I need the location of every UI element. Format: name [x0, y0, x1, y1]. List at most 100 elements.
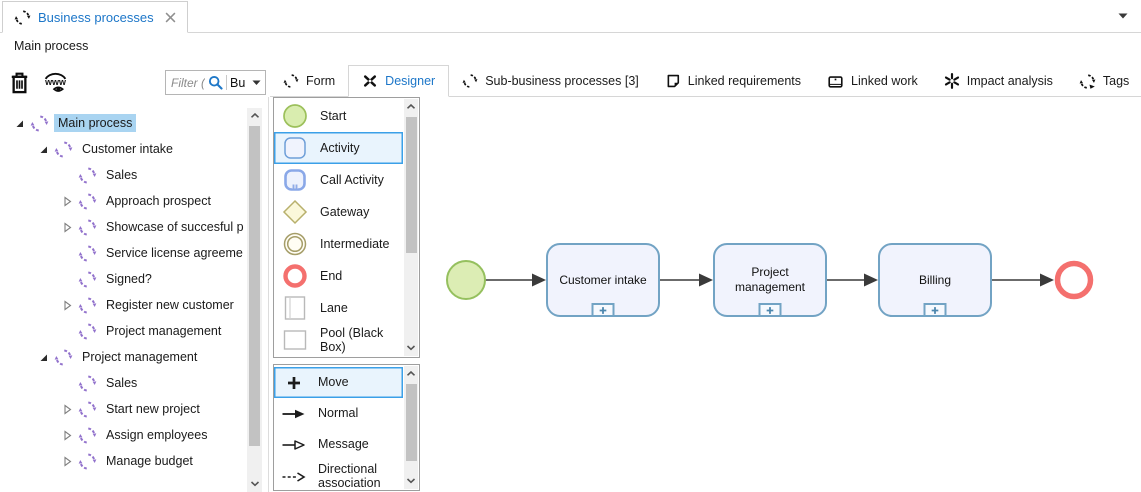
end-event[interactable] — [1054, 260, 1094, 300]
tree-item[interactable]: Showcase of succesful p — [0, 214, 246, 240]
scroll-up-icon[interactable] — [404, 99, 418, 115]
scrollbar-thumb[interactable] — [405, 384, 417, 461]
connector-palette-scrollbar[interactable] — [404, 366, 418, 489]
scroll-down-icon[interactable] — [247, 476, 262, 492]
tree-item[interactable]: Assign employees — [0, 422, 246, 448]
process-icon — [14, 9, 31, 25]
tree-item-label: Assign employees — [106, 428, 208, 442]
tree-item[interactable]: Manage budget — [0, 448, 246, 474]
arrowhead-icon — [1040, 273, 1054, 287]
tree-item-label: Sales — [106, 168, 138, 182]
tab-business-processes[interactable]: Business processes — [2, 1, 188, 33]
tree-item[interactable]: Sales — [0, 370, 246, 396]
palette-item-message[interactable]: Message — [274, 429, 403, 460]
search-icon[interactable] — [208, 75, 223, 90]
normal-flow-arrow-icon — [281, 408, 306, 419]
tree-item-label: Project management — [106, 324, 222, 338]
palette-item-pool[interactable]: Pool (Black Box) — [274, 324, 403, 356]
tab-label: Linked requirements — [687, 74, 802, 88]
tree-scrollbar[interactable] — [247, 108, 262, 492]
palette-item-activity[interactable]: Activity — [274, 132, 403, 164]
tab-linked-requirements[interactable]: Linked requirements — [652, 66, 814, 96]
scroll-down-icon[interactable] — [404, 340, 418, 356]
process-icon — [78, 270, 97, 288]
arrowhead-icon — [532, 273, 546, 287]
subprocess-marker[interactable] — [923, 303, 947, 317]
expander-collapsed-icon[interactable] — [62, 222, 73, 233]
expander-collapsed-icon[interactable] — [62, 456, 73, 467]
start-event[interactable] — [446, 260, 486, 300]
subprocess-marker[interactable] — [758, 303, 782, 317]
close-icon[interactable] — [164, 11, 176, 23]
tree-item[interactable]: Start new project — [0, 396, 246, 422]
tab-impact-analysis[interactable]: Impact analysis — [931, 66, 1066, 96]
subprocess-marker[interactable] — [591, 303, 615, 317]
palette-item-end[interactable]: End — [274, 260, 403, 292]
palette-item-call-activity[interactable]: Call Activity — [274, 164, 403, 196]
tags-icon — [1079, 73, 1096, 90]
tree-item-label: Start new project — [106, 402, 200, 416]
palette-item-intermediate[interactable]: Intermediate — [274, 228, 403, 260]
expander-collapsed-icon[interactable] — [62, 404, 73, 415]
filter-combobox[interactable]: Filter ( Bu — [165, 70, 266, 95]
scroll-down-icon[interactable] — [404, 473, 418, 489]
activity-node[interactable]: Billing — [878, 243, 992, 317]
palette-item-label: Intermediate — [320, 237, 390, 251]
tree-item[interactable]: Project management — [0, 344, 246, 370]
tab-label: Impact analysis — [966, 74, 1053, 88]
tree-item[interactable]: Signed? — [0, 266, 246, 292]
palette-item-move[interactable]: Move — [274, 367, 403, 398]
process-icon — [283, 74, 299, 88]
palette-item-directional-association[interactable]: Directional association — [274, 460, 403, 490]
designer-canvas[interactable]: Customer intake Project management Billi… — [420, 97, 1141, 492]
palette-item-lane[interactable]: Lane — [274, 292, 403, 324]
expander-collapsed-icon[interactable] — [62, 300, 73, 311]
arrowhead-icon — [699, 273, 713, 287]
tree-item[interactable]: Approach prospect — [0, 188, 246, 214]
tab-overflow-chevron-down-icon[interactable] — [1118, 13, 1128, 19]
delete-trash-icon[interactable] — [9, 71, 30, 94]
tree-item[interactable]: Customer intake — [0, 136, 246, 162]
end-event-icon — [281, 262, 309, 290]
scroll-up-icon[interactable] — [247, 108, 262, 124]
tab-designer[interactable]: Designer — [348, 65, 450, 97]
expander-expanded-icon[interactable] — [14, 118, 25, 129]
scrollbar-thumb[interactable] — [249, 126, 260, 446]
tab-label: Linked work — [851, 74, 918, 88]
arrowhead-icon — [864, 273, 878, 287]
palette-item-start[interactable]: Start — [274, 100, 403, 132]
tree-item-label: Register new customer — [106, 298, 234, 312]
expander-expanded-icon[interactable] — [38, 144, 49, 155]
tree-item[interactable]: Sales — [0, 162, 246, 188]
tree-item[interactable]: Register new customer — [0, 292, 246, 318]
expander-collapsed-icon[interactable] — [62, 430, 73, 441]
filter-value[interactable]: Bu — [230, 75, 246, 90]
activity-node[interactable]: Customer intake — [546, 243, 660, 317]
process-icon — [78, 296, 97, 314]
activity-label: Billing — [918, 272, 951, 287]
web-preview-icon[interactable] — [42, 71, 69, 94]
scrollbar-thumb[interactable] — [405, 117, 417, 253]
tree-item[interactable]: Project management — [0, 318, 246, 344]
process-tree: Main process Customer intake Sales Appro… — [0, 106, 246, 492]
palette-item-gateway[interactable]: Gateway — [274, 196, 403, 228]
tab-form[interactable]: Form — [270, 66, 348, 96]
tree-item-label: Main process — [54, 114, 137, 132]
palette-item-normal[interactable]: Normal — [274, 398, 403, 429]
tab-tags[interactable]: Tags — [1066, 66, 1141, 96]
tab-sub-business-processes[interactable]: Sub-business processes [3] — [449, 66, 652, 96]
process-icon — [78, 426, 97, 444]
expander-collapsed-icon[interactable] — [62, 196, 73, 207]
scroll-up-icon[interactable] — [404, 366, 418, 382]
tree-item[interactable]: Service license agreeme — [0, 240, 246, 266]
tab-linked-work[interactable]: Linked work — [814, 66, 931, 96]
activity-node[interactable]: Project management — [713, 243, 827, 317]
shape-palette-scrollbar[interactable] — [404, 99, 418, 356]
process-icon — [78, 166, 97, 184]
expander-expanded-icon[interactable] — [38, 352, 49, 363]
tree-item[interactable]: Main process — [0, 110, 246, 136]
expander-spacer — [62, 170, 73, 181]
filter-chevron-down-icon[interactable] — [252, 80, 261, 86]
palette-item-label: Start — [320, 109, 347, 123]
designer-icon — [364, 75, 377, 87]
